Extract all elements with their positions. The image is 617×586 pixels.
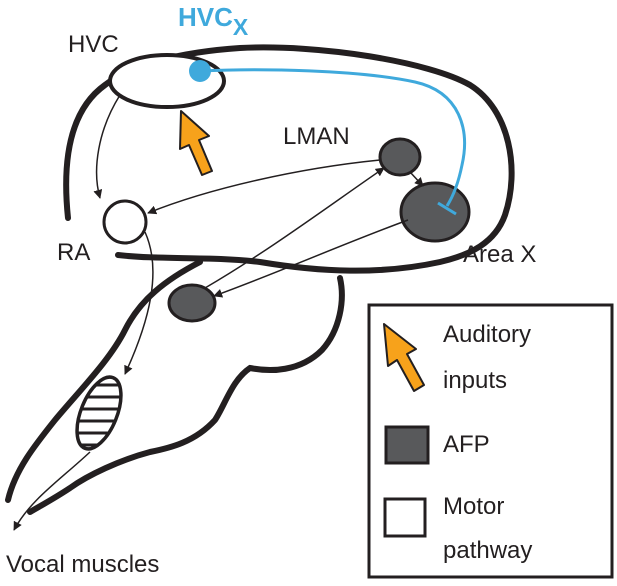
vocal-muscles-label: Vocal muscles xyxy=(6,551,159,578)
legend: Auditory inputs AFP Motor pathway xyxy=(367,303,614,579)
brainstem-outline xyxy=(5,259,203,503)
dlm-to-lman-arrow xyxy=(204,167,385,289)
lman-nucleus xyxy=(378,137,422,177)
hvc-label: HVC xyxy=(68,31,119,58)
orange-arrow-icon xyxy=(383,323,425,392)
legend-auditory-line1: Auditory xyxy=(443,321,531,348)
lman-to-area-x-arrow xyxy=(409,171,424,187)
legend-motor-line1: Motor xyxy=(443,493,504,520)
nxiits-nucleus xyxy=(68,375,130,451)
area-x-label: Area X xyxy=(463,241,536,268)
legend-afp: AFP xyxy=(443,431,490,458)
auditory-input-arrow xyxy=(179,110,213,176)
ra-to-brainstem-arrow xyxy=(124,231,154,375)
area-x-nucleus xyxy=(399,181,471,243)
dlm-nucleus xyxy=(167,283,217,323)
dark-square-icon xyxy=(384,425,430,465)
lman-label: LMAN xyxy=(283,123,350,150)
white-square-icon xyxy=(383,497,427,538)
legend-auditory-line2: inputs xyxy=(443,367,507,394)
legend-motor-line2: pathway xyxy=(443,537,532,564)
ra-nucleus xyxy=(102,199,148,245)
area-x-to-dlm-arrow xyxy=(213,219,409,298)
lman-to-ra-arrow xyxy=(147,159,381,215)
brainstem-outline-lower xyxy=(27,275,345,515)
ra-label: RA xyxy=(57,239,90,266)
hvc-to-ra-arrow xyxy=(93,94,121,199)
hvcx-label: HVCX xyxy=(178,2,249,40)
brainstem-to-vocal-muscles-arrow xyxy=(13,451,91,531)
hvcx-projection xyxy=(189,60,466,216)
